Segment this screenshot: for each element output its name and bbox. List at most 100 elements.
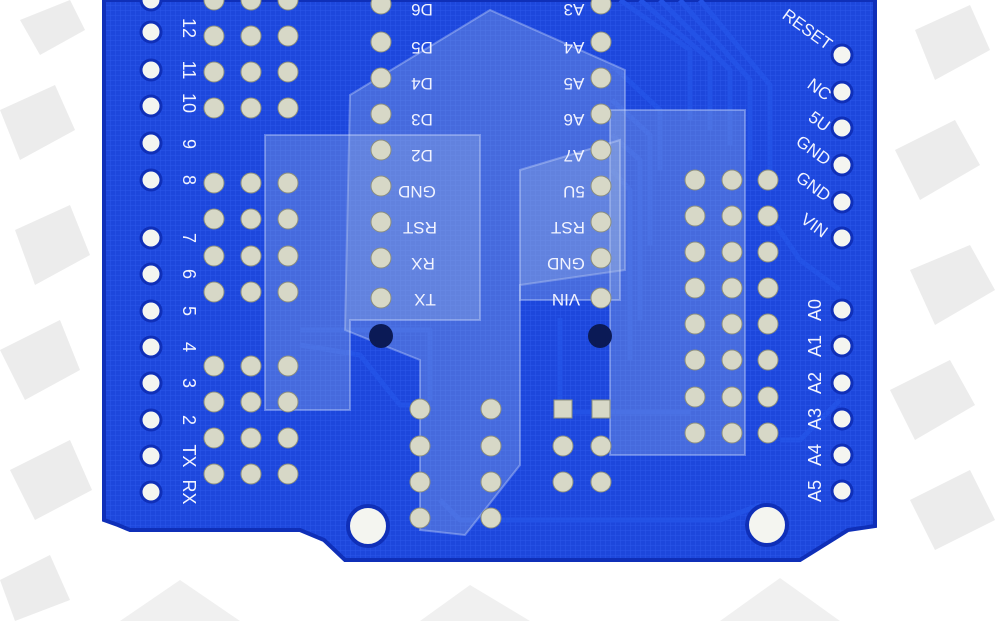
grid-pad-4-2 [277, 172, 299, 194]
right-pad-3-0 [684, 277, 706, 299]
bottom-pad-cluster [409, 398, 612, 529]
right-pad-0-1 [721, 169, 743, 191]
center-left-labels: D6 D5 D4 D3 D2 GND RST RX TX [398, 0, 437, 309]
right-pad-0-0 [684, 169, 706, 191]
pcb-outline [102, 0, 877, 562]
analog-header-hole-3 [830, 407, 854, 431]
analog-label-a2: A2 [805, 372, 825, 394]
power-header-hole-4 [830, 190, 854, 214]
grid-pad-4-1 [240, 172, 262, 194]
analog-header-hole-1 [830, 334, 854, 358]
right-pad-outer-5 [757, 349, 779, 371]
grid-pad-3-0 [203, 97, 225, 119]
board-routing-traces [299, 0, 842, 523]
power-header-hole-0 [830, 43, 854, 67]
right-pad-1-0 [684, 205, 706, 227]
left-label-2: 2 [179, 415, 199, 425]
center-right-label-a5: A5 [564, 74, 585, 93]
center-right-label-a6: A6 [564, 110, 585, 129]
left-header-hole-11 [139, 408, 163, 432]
bottom-pad-1 [409, 435, 431, 457]
center-right-label-gnd: GND [547, 254, 585, 273]
right-pad-3-1 [721, 277, 743, 299]
watermark-pattern-bottom [120, 578, 840, 621]
analog-label-a4: A4 [805, 444, 825, 466]
center-right-pin-header [590, 0, 612, 309]
watermark-pattern-right [890, 5, 995, 550]
analog-label-a3: A3 [805, 408, 825, 430]
center-left-label-d2: D2 [411, 146, 433, 165]
right-pad-outer-6 [757, 386, 779, 408]
center-left-label-d6: D6 [411, 0, 433, 19]
center-left-pad-4 [370, 139, 392, 161]
analog-label-a1: A1 [805, 335, 825, 357]
right-pad-4-1 [721, 313, 743, 335]
left-header-hole-7 [139, 262, 163, 286]
prototype-pad-grid [203, 0, 299, 485]
left-label-rx: RX [179, 479, 199, 504]
right-pad-outer-4 [757, 313, 779, 335]
right-pad-outer-2 [757, 241, 779, 263]
grid-pad-1-0 [203, 25, 225, 47]
analog-label-a5: A5 [805, 480, 825, 502]
grid-pad-5-0 [203, 208, 225, 230]
bottom-pad-6 [480, 471, 502, 493]
center-left-label-d5: D5 [411, 38, 433, 57]
center-right-pad-4 [590, 139, 612, 161]
power-header-hole-2 [830, 116, 854, 140]
bottom-pad-5 [480, 435, 502, 457]
analog-label-a0: A0 [805, 299, 825, 321]
bottom-square-pad-1 [591, 399, 611, 419]
center-right-label-a4: A4 [564, 38, 585, 57]
grid-pad-11-1 [240, 463, 262, 485]
bottom-pad-0 [409, 398, 431, 420]
left-header-hole-6 [139, 226, 163, 250]
left-header-hole-10 [139, 371, 163, 395]
center-right-pad-3 [590, 103, 612, 125]
grid-pad-11-2 [277, 463, 299, 485]
bottom-pad-10 [552, 435, 574, 457]
center-right-label-5u: 5U [563, 182, 585, 201]
grid-pad-1-2 [277, 25, 299, 47]
left-pin-header [139, 0, 163, 504]
center-left-label-rst: RST [403, 218, 437, 237]
mounting-hole-right [745, 503, 789, 547]
right-pad-outer-7 [757, 422, 779, 444]
bottom-pad-11 [552, 471, 574, 493]
grid-pad-2-2 [277, 61, 299, 83]
right-pad-1-1 [721, 205, 743, 227]
grid-pad-5-1 [240, 208, 262, 230]
right-pad-4-0 [684, 313, 706, 335]
center-right-label-vin: VIN [552, 290, 580, 309]
center-left-label-d3: D3 [411, 110, 433, 129]
right-pad-outer-3 [757, 277, 779, 299]
power-pin-header [830, 43, 854, 250]
right-pad-array [684, 169, 779, 444]
bottom-square-pad-0 [553, 399, 573, 419]
left-label-9: 9 [179, 139, 199, 149]
center-left-label-gnd: GND [398, 182, 436, 201]
center-left-pad-0 [370, 0, 392, 15]
left-header-hole-3 [139, 94, 163, 118]
analog-header-hole-5 [830, 479, 854, 503]
watermark-pattern-left [0, 0, 92, 621]
grid-pad-6-1 [240, 245, 262, 267]
center-right-labels: A3 A4 A5 A6 A7 5U RST GND VIN [547, 0, 585, 309]
grid-pad-9-2 [277, 391, 299, 413]
grid-pad-3-2 [277, 97, 299, 119]
center-right-pad-5 [590, 175, 612, 197]
left-label-5: 5 [179, 306, 199, 316]
left-header-hole-0 [139, 0, 163, 12]
grid-pad-10-0 [203, 427, 225, 449]
center-left-pad-2 [370, 67, 392, 89]
left-label-7: 7 [179, 233, 199, 243]
grid-pad-2-1 [240, 61, 262, 83]
center-right-pad-6 [590, 211, 612, 233]
grid-pad-0-1 [240, 0, 262, 11]
right-pad-2-1 [721, 241, 743, 263]
right-pad-6-0 [684, 386, 706, 408]
grid-pad-6-2 [277, 245, 299, 267]
center-left-pad-1 [370, 31, 392, 53]
